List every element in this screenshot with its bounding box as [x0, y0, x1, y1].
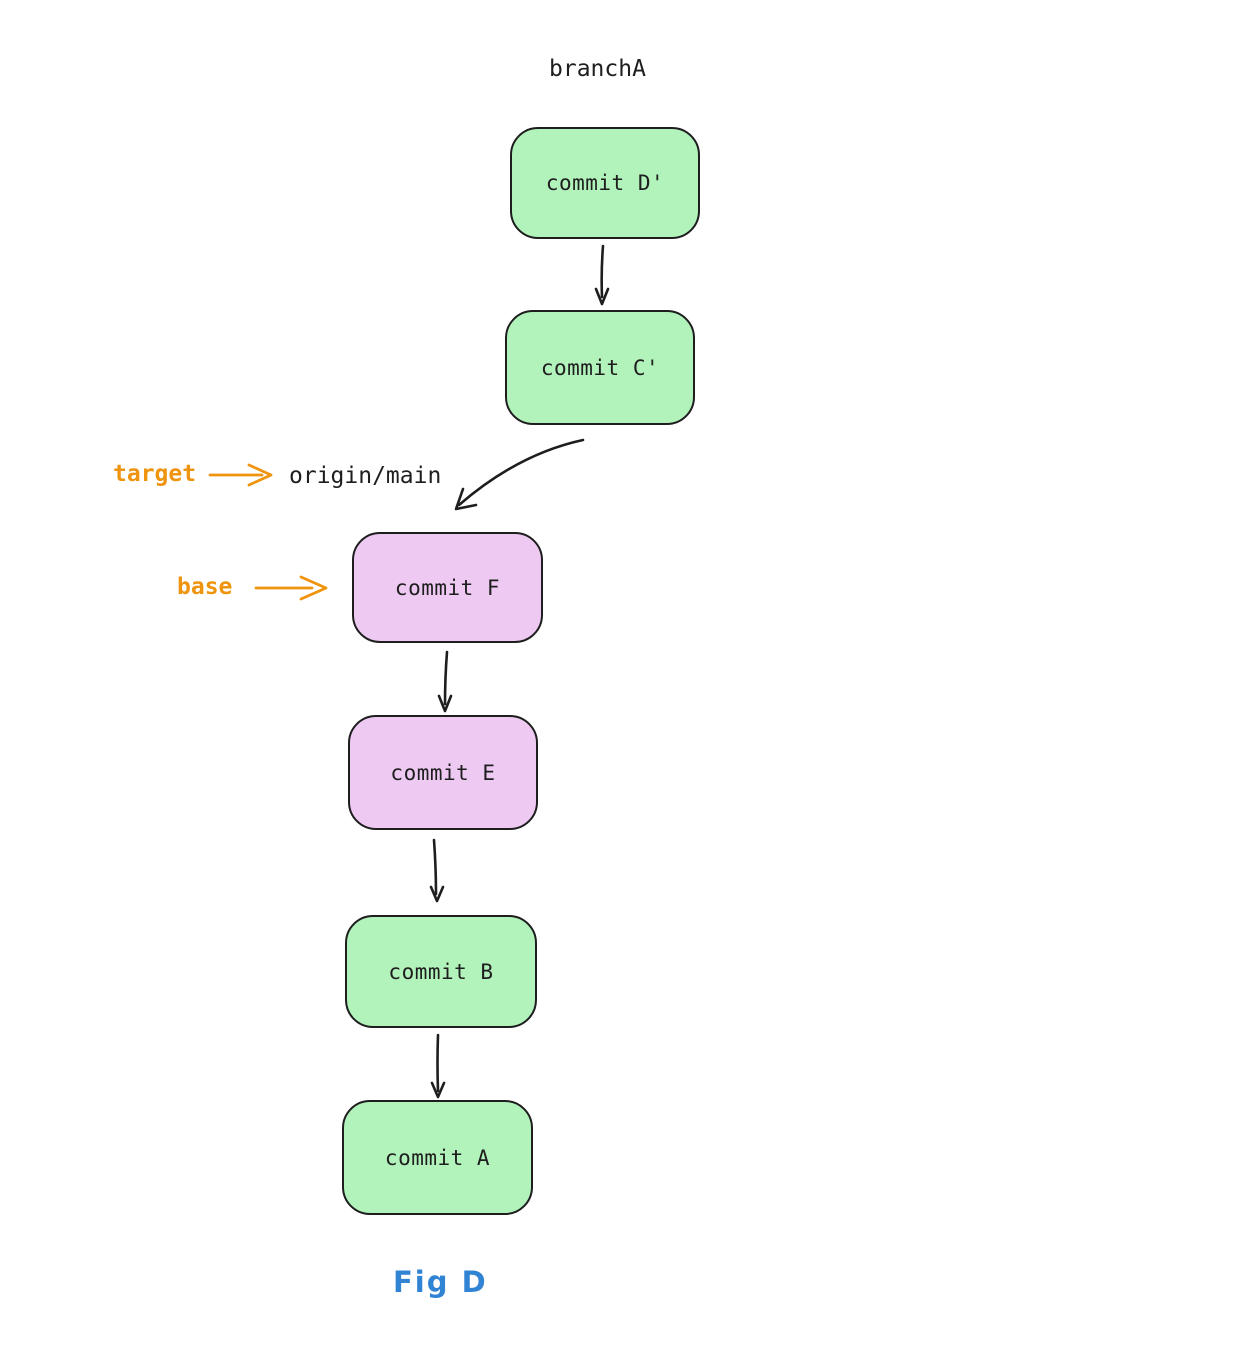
commit-node-b: commit B [345, 915, 537, 1028]
commit-node-d-prime: commit D' [510, 127, 700, 239]
target-annotation: target [113, 461, 197, 487]
base-pointer-arrow [254, 575, 328, 601]
commit-node-f: commit F [352, 532, 543, 643]
commit-node-label: commit C' [540, 355, 660, 380]
arrow-b-to-a [430, 1033, 446, 1099]
commit-node-label: commit A [384, 1145, 491, 1170]
commit-node-e: commit E [348, 715, 538, 830]
commit-node-label: commit D' [545, 171, 665, 195]
arrow-cprime-to-originmain [454, 438, 585, 511]
target-pointer-arrow [208, 463, 273, 487]
arrow-e-to-b [429, 838, 445, 903]
origin-main-label: origin/main [289, 463, 442, 489]
branch-label: branchA [549, 56, 646, 82]
arrow-dprime-to-cprime [594, 244, 610, 306]
commit-node-c-prime: commit C' [505, 310, 695, 425]
base-annotation: base [177, 574, 233, 600]
arrow-f-to-e [437, 650, 453, 713]
figure-caption: Fig D [393, 1265, 488, 1299]
commit-node-label: commit F [394, 575, 501, 600]
commit-node-a: commit A [342, 1100, 533, 1215]
commit-node-label: commit B [388, 959, 494, 984]
commit-node-label: commit E [390, 760, 496, 785]
